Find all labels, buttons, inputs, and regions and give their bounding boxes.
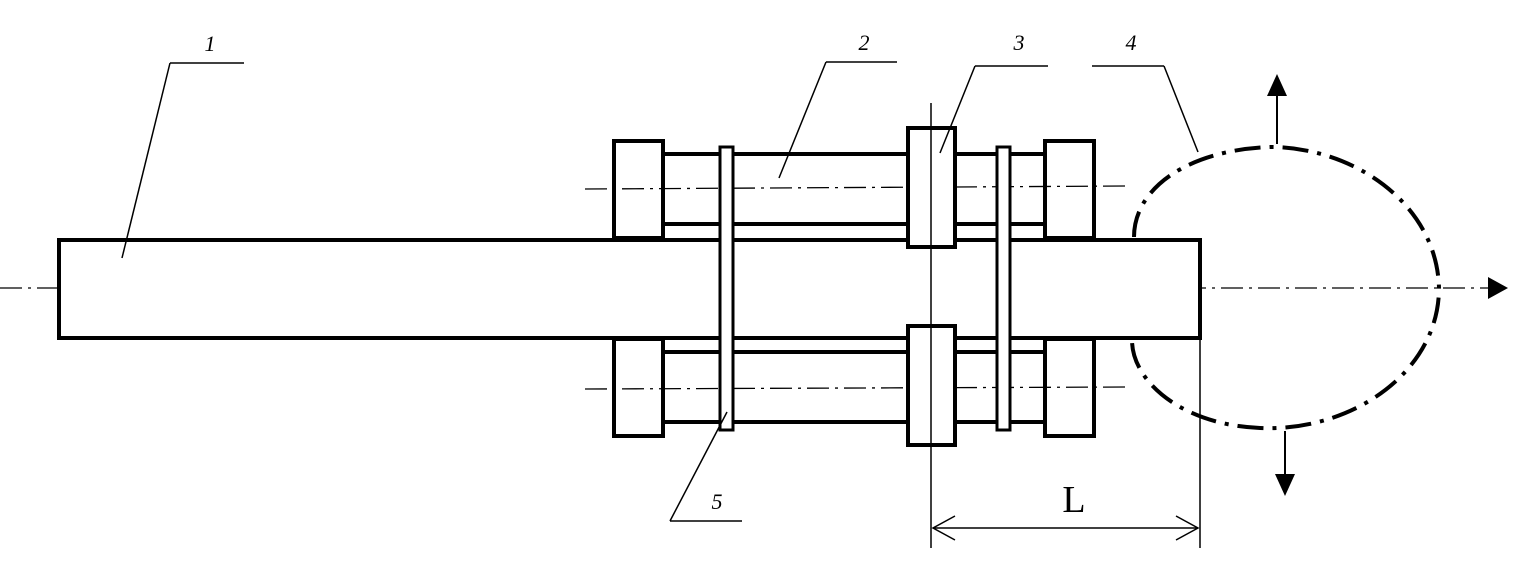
down-arrow-head xyxy=(1275,474,1295,496)
upper-rod-axis xyxy=(584,185,1131,190)
label-part-5: 5 xyxy=(712,489,723,514)
leader-line-1 xyxy=(121,62,171,259)
up-arrow-head xyxy=(1267,74,1287,96)
dimension-arrow-left xyxy=(931,515,956,541)
label-part-3: 3 xyxy=(1013,30,1025,55)
left-thin-plate xyxy=(718,145,735,432)
leader-line-2 xyxy=(778,61,827,179)
main-axis-arrow xyxy=(1488,277,1508,299)
dimension-label-L: L xyxy=(1062,479,1085,521)
upper-rod xyxy=(612,139,1096,240)
dimension-arrow-right xyxy=(1175,515,1200,541)
main-shaft xyxy=(57,238,1202,340)
label-part-4: 4 xyxy=(1126,30,1137,55)
expansion-outline xyxy=(1130,144,1442,431)
leader-line-3 xyxy=(939,65,976,154)
right-thin-plate xyxy=(995,145,1012,432)
label-part-1: 1 xyxy=(205,31,216,56)
label-part-2: 2 xyxy=(859,30,870,55)
lower-rod-axis xyxy=(584,386,1131,390)
leader-line-5 xyxy=(669,411,728,522)
leader-line-4 xyxy=(1163,65,1199,153)
